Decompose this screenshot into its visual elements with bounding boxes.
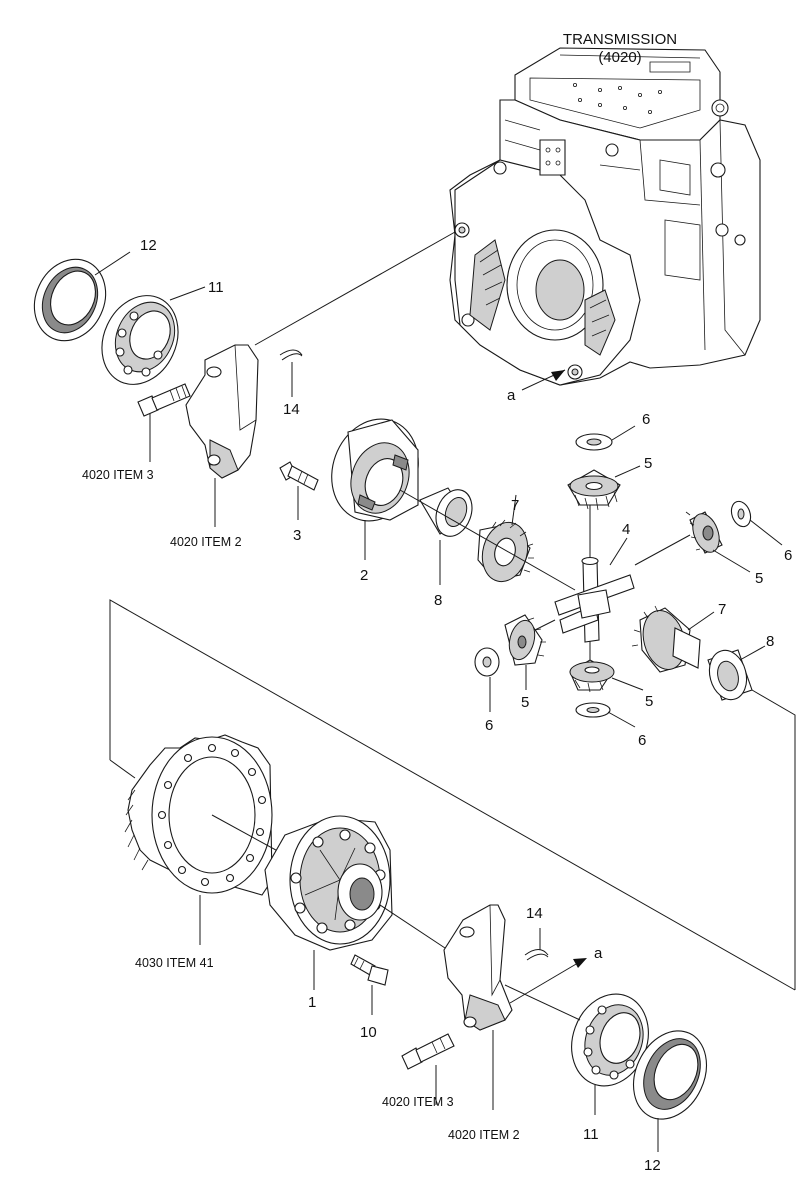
part-12-seal-bottom: [633, 1030, 707, 1120]
part-5-pinion-right: [685, 511, 723, 554]
part-6-label-left: 6: [485, 717, 493, 734]
part-12-label-bottom: 12: [644, 1157, 661, 1174]
part-5-label-top: 5: [644, 455, 652, 472]
part-6-washer-top: [575, 433, 613, 451]
item3-ref-top: 4020 ITEM 3: [82, 468, 154, 482]
part-1-label: 1: [308, 994, 316, 1011]
part-1-differential-case: [264, 815, 393, 951]
part-14-label-top: 14: [283, 401, 300, 418]
part-11-label-top: 11: [208, 279, 224, 296]
part-5-label-left: 5: [521, 694, 529, 711]
part-6-washer-bottom: [575, 702, 611, 718]
part-14-label-bottom: 14: [526, 905, 543, 922]
part-5-pinion-bottom: [569, 659, 615, 693]
part-2-label: 2: [360, 567, 368, 584]
part-5-pinion-top: [567, 469, 621, 511]
item2-ref-bottom: 4020 ITEM 2: [448, 1128, 520, 1142]
part-6-label-top: 6: [642, 411, 650, 428]
bearing-cap-item2-top: [185, 344, 259, 479]
part-8-bushing-right: [707, 649, 753, 701]
part-7-side-gear-top: [477, 519, 534, 583]
ring-gear-item41: [124, 734, 273, 896]
part-10-bolt: [350, 954, 389, 986]
part-7-label-top: 7: [511, 497, 519, 514]
part-3-bolt: [279, 461, 319, 491]
item41-ref: 4030 ITEM 41: [135, 956, 214, 970]
part-5-label-bottom: 5: [645, 693, 653, 710]
part-7-side-gear-right: [631, 605, 701, 673]
part-6-washer-left: [474, 647, 500, 677]
part-3-label: 3: [293, 527, 301, 544]
part-11-label-bottom: 11: [583, 1126, 599, 1143]
part-6-label-right: 6: [784, 547, 792, 564]
part-11-bearing-bottom: [571, 993, 649, 1087]
part-7-label-right: 7: [718, 601, 726, 618]
part-11-bearing-top: [101, 295, 179, 385]
part-5-label-right: 5: [755, 570, 763, 587]
part-8-label-right: 8: [766, 633, 774, 650]
part-8-label-top: 8: [434, 592, 442, 609]
part-4-label: 4: [622, 521, 630, 538]
part-6-washer-right: [730, 500, 752, 528]
arrow-a-label-bottom: a: [594, 945, 603, 962]
transmission-housing: [449, 47, 761, 386]
item2-ref-top: 4020 ITEM 2: [170, 535, 242, 549]
part-4-spider-cross: [399, 489, 691, 660]
part-6-label-bottom: 6: [638, 732, 646, 749]
arrow-a-label-top: a: [507, 387, 516, 404]
part-14-pin-bottom: [524, 949, 549, 961]
part-2-case-half: [331, 418, 419, 522]
frame-lines: [109, 599, 796, 991]
part-14-pin-top: [279, 349, 303, 361]
part-5-pinion-left: [504, 614, 546, 666]
item3-ref-bottom: 4020 ITEM 3: [382, 1095, 454, 1109]
part-12-seal-top: [33, 258, 107, 342]
part-12-label-top: 12: [140, 237, 157, 254]
bearing-cap-item2-bottom: [443, 904, 513, 1031]
part-8-bushing-top: [419, 487, 473, 537]
bolt-item3-bottom: [401, 1033, 455, 1070]
part-10-label: 10: [360, 1024, 377, 1041]
transmission-code: (4020): [598, 49, 641, 66]
upper-axis-lines: [254, 231, 566, 391]
transmission-title: TRANSMISSION: [563, 31, 677, 48]
bolt-item3-top: [137, 383, 191, 417]
